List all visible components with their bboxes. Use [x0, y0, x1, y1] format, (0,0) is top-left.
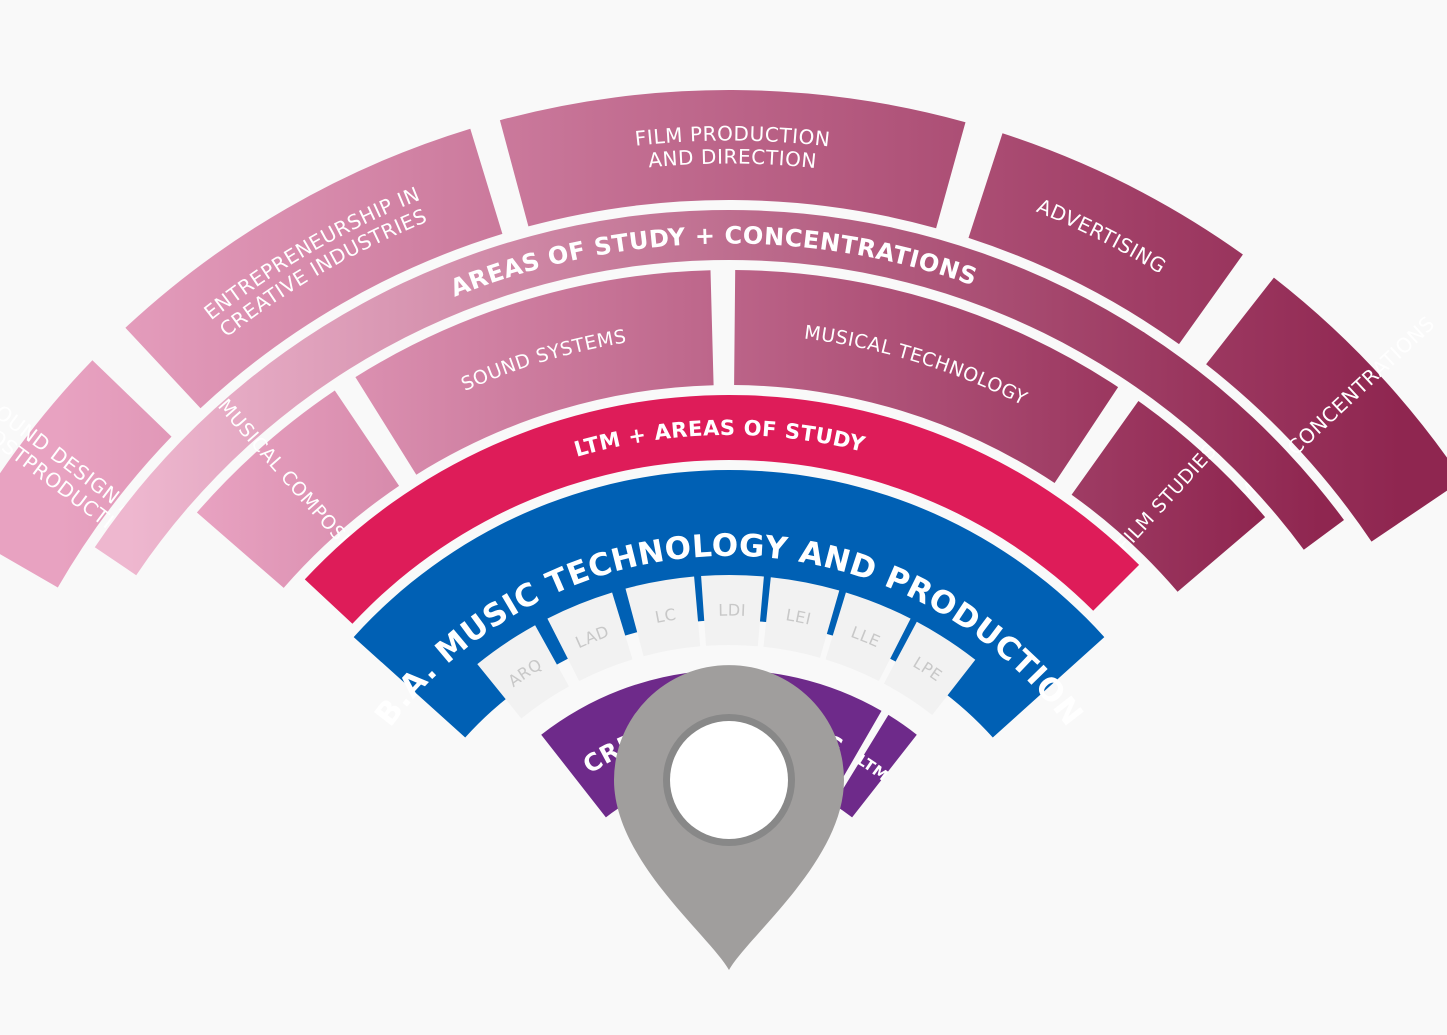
areas-of-study-ring: MUSICAL COMPOSITION SOUND SYSTEMS MUSICA…: [196, 270, 1266, 592]
course-tile[interactable]: ARQ: [477, 625, 569, 719]
course-label: LC: [653, 605, 677, 627]
label-line: LC: [653, 605, 677, 627]
ltm-tab[interactable]: LTM: [833, 714, 917, 818]
map-pin-icon: [614, 665, 844, 970]
concentration-segment[interactable]: MORE CONCENTRATIONS: [1206, 277, 1447, 542]
label-line: LEI: [784, 605, 812, 629]
course-tile[interactable]: LLE: [825, 592, 911, 682]
course-tile[interactable]: LDI: [701, 575, 764, 647]
course-label: LEI: [784, 605, 813, 629]
area-of-study-segment[interactable]: SOUND SYSTEMS: [355, 270, 714, 475]
area-of-study-segment[interactable]: MUSICAL TECHNOLOGY: [734, 270, 1119, 483]
course-label: LDI: [718, 601, 746, 620]
concentration-segment[interactable]: SOUND DESIGN ANDPOSTPRODUCTION: [0, 360, 172, 588]
course-tile[interactable]: LC: [625, 576, 701, 657]
label-line: LDI: [718, 601, 746, 620]
area-of-study-segment[interactable]: FILM STUDIES: [1071, 401, 1266, 592]
course-tile[interactable]: LEI: [763, 577, 840, 658]
ltm-areas-band[interactable]: LTM + AREAS OF STUDY: [304, 394, 1140, 624]
course-tile[interactable]: LAD: [547, 592, 633, 682]
courses-ring: ARQ LAD LC LDI LEI LLE LPE: [477, 575, 976, 719]
concentration-segment[interactable]: ADVERTISING: [968, 133, 1243, 345]
label-line: AND DIRECTION: [647, 144, 817, 173]
course-tile[interactable]: LPE: [883, 621, 976, 715]
